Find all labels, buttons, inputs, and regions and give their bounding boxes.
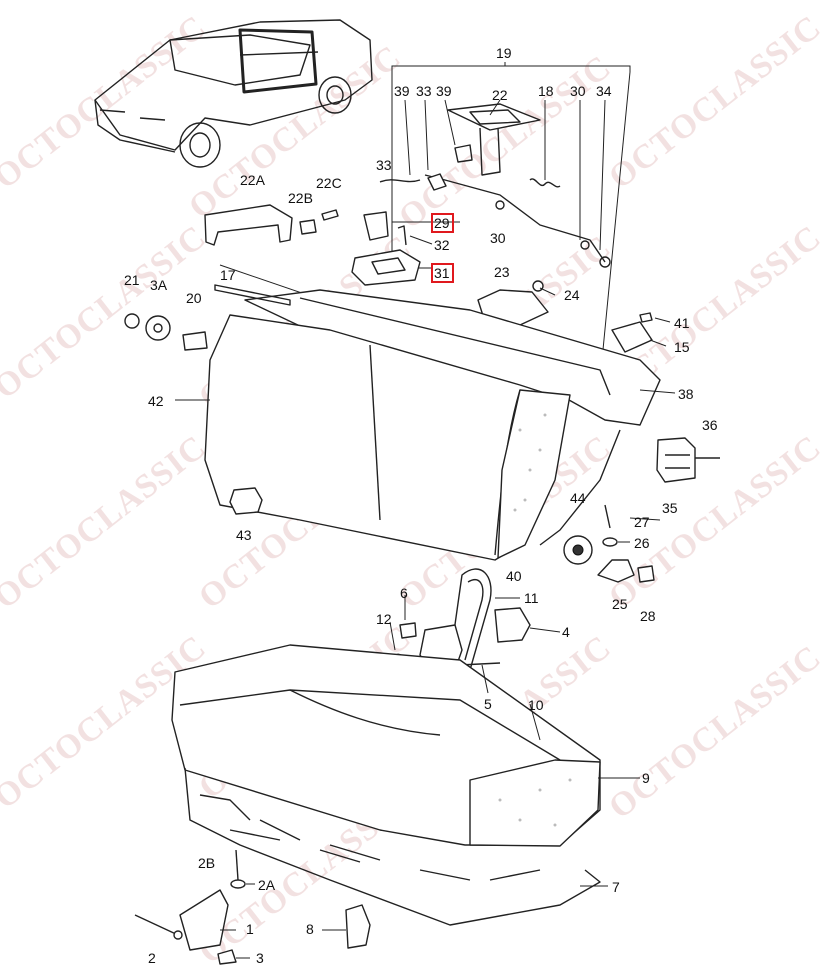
- callout-2: 2: [148, 950, 156, 966]
- callout-4: 4: [562, 624, 570, 640]
- callout-42: 42: [148, 393, 164, 409]
- group-bracket-19: [391, 62, 631, 361]
- callout-36: 36: [702, 417, 718, 433]
- callout-22: 22: [492, 87, 508, 103]
- callout-21: 21: [124, 272, 140, 288]
- callout-12: 12: [376, 611, 392, 627]
- callout-9: 9: [642, 770, 650, 786]
- watermark: OCTOCLASSIC: [0, 428, 213, 616]
- callout-33: 33: [416, 83, 432, 99]
- callout-2A: 2A: [258, 877, 276, 893]
- seat-release-mechanism: [379, 99, 611, 268]
- callout-23: 23: [494, 264, 510, 280]
- callout-31: 31: [434, 265, 450, 281]
- side-hinge-parts: [124, 312, 720, 583]
- callout-22B: 22B: [288, 190, 313, 206]
- callout-22C: 22C: [316, 175, 342, 191]
- watermark: OCTOCLASSIC: [602, 8, 828, 196]
- callout-5: 5: [484, 696, 492, 712]
- callout-40: 40: [506, 568, 522, 584]
- callout-30: 30: [570, 83, 586, 99]
- callout-38: 38: [678, 386, 694, 402]
- callout-43: 43: [236, 527, 252, 543]
- callout-6: 6: [400, 585, 408, 601]
- callout-7: 7: [612, 879, 620, 895]
- callout-30: 30: [490, 230, 506, 246]
- callout-28: 28: [640, 608, 656, 624]
- callout-1: 1: [246, 921, 254, 937]
- leader-lines: [175, 221, 676, 959]
- callout-10: 10: [528, 697, 544, 713]
- callout-labels: 19 39 33 39 22 18 30 34 33 30 22A 22B 22…: [124, 45, 718, 966]
- callout-41: 41: [674, 315, 690, 331]
- callout-32: 32: [434, 237, 450, 253]
- callout-17: 17: [220, 267, 236, 283]
- callout-8: 8: [306, 921, 314, 937]
- car-illustration: [94, 19, 373, 168]
- callout-2B: 2B: [198, 855, 215, 871]
- callout-3A: 3A: [150, 277, 168, 293]
- callout-39: 39: [436, 83, 452, 99]
- callout-19: 19: [496, 45, 512, 61]
- callout-11: 11: [524, 590, 539, 606]
- callout-24: 24: [564, 287, 580, 303]
- callout-26: 26: [634, 535, 650, 551]
- callout-34: 34: [596, 83, 612, 99]
- watermark: OCTOCLASSIC: [0, 8, 213, 196]
- callout-44: 44: [570, 490, 586, 506]
- watermark: OCTOCLASSIC: [0, 218, 213, 406]
- callout-39: 39: [394, 83, 410, 99]
- watermark: OCTOCLASSIC: [602, 638, 828, 826]
- callout-29-highlight: [431, 213, 454, 233]
- callout-18: 18: [538, 83, 554, 99]
- callout-33: 33: [376, 157, 392, 173]
- callout-29: 29: [434, 215, 450, 231]
- seat-back-assembly: [204, 284, 661, 561]
- callout-27: 27: [634, 514, 650, 530]
- callout-15: 15: [674, 339, 690, 355]
- callout-31-highlight: [431, 263, 454, 283]
- callout-35: 35: [662, 500, 678, 516]
- callout-25: 25: [612, 596, 628, 612]
- callout-3: 3: [256, 950, 264, 966]
- seat-cushion: [171, 644, 601, 847]
- callout-22A: 22A: [240, 172, 266, 188]
- watermark: OCTOCLASSIC: [392, 48, 618, 236]
- callout-20: 20: [186, 290, 202, 306]
